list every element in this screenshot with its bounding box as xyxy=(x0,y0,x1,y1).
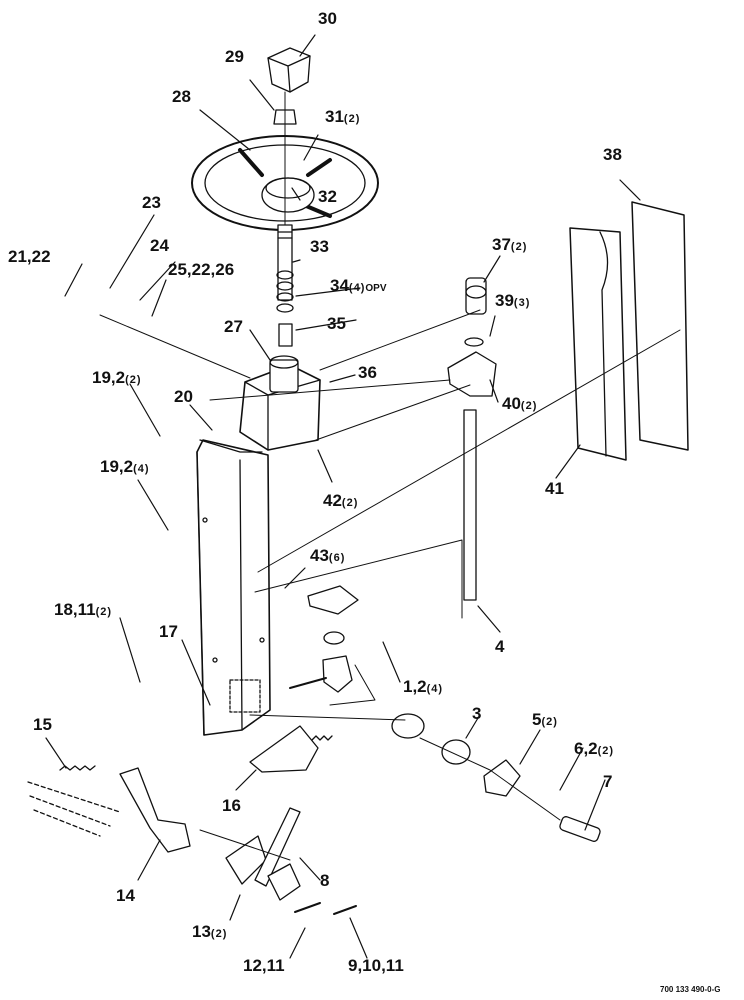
pedal-arm xyxy=(119,767,191,853)
column-tube xyxy=(196,439,271,736)
callout-27: 27 xyxy=(224,317,243,336)
cap xyxy=(267,47,311,93)
callout-23: 23 xyxy=(142,193,161,212)
shield-flat xyxy=(631,201,689,451)
callout-30: 30 xyxy=(318,9,337,28)
callout-6-2: 6,2(2) xyxy=(574,739,615,758)
callout-4: 4 xyxy=(495,637,505,656)
mount-plate xyxy=(307,585,359,615)
callout-12-11: 12,11 xyxy=(243,956,285,975)
callout-37: 37(2) xyxy=(492,235,528,254)
callout-38: 38 xyxy=(603,145,622,164)
link-arm xyxy=(254,807,301,887)
callout-1-2: 1,2(4) xyxy=(403,677,444,696)
floor-hatch xyxy=(27,781,121,837)
callout-15: 15 xyxy=(33,715,52,734)
callout-24: 24 xyxy=(150,236,169,255)
coupler xyxy=(322,655,353,693)
callout-9-10-11: 9,10,11 xyxy=(348,956,404,975)
callout-29: 29 xyxy=(225,47,244,66)
rod-bracket xyxy=(447,351,497,397)
bolts-lower xyxy=(294,902,357,915)
callout-25-22-26: 25,22,26 xyxy=(168,260,235,279)
u-joint xyxy=(464,277,487,347)
bushing xyxy=(323,631,345,645)
steering-shaft xyxy=(276,224,294,347)
callout-17: 17 xyxy=(159,622,178,641)
callout-5: 5(2) xyxy=(532,710,558,729)
callout-16: 16 xyxy=(222,796,241,815)
callout-19-2-a: 19,2(2) xyxy=(92,368,142,387)
bolt xyxy=(289,677,327,689)
callout-7: 7 xyxy=(603,772,613,791)
callout-39: 39(3) xyxy=(495,291,531,310)
pin xyxy=(559,816,601,842)
drawing-reference-number: 700 133 490-0-G xyxy=(660,985,721,994)
lower-plate xyxy=(267,863,301,901)
callout-36: 36 xyxy=(358,363,377,382)
callout-20: 20 xyxy=(174,387,193,406)
leader-lines xyxy=(45,34,641,959)
shield-curved xyxy=(569,227,627,461)
callout-35: 35 xyxy=(327,314,346,333)
callout-34: 34(4)OPV xyxy=(330,276,387,295)
spring xyxy=(311,735,333,741)
callout-3: 3 xyxy=(472,704,482,723)
callout-19-2-b: 19,2(4) xyxy=(100,457,150,476)
flange xyxy=(391,713,425,739)
column-bracket xyxy=(239,355,321,451)
callout-31: 31(2) xyxy=(325,107,361,126)
brake-plate xyxy=(249,725,319,773)
callout-18-11: 18,11(2) xyxy=(54,600,113,619)
spring-left xyxy=(59,765,96,771)
callout-14: 14 xyxy=(116,886,135,905)
callout-28: 28 xyxy=(172,87,191,106)
bearing xyxy=(441,739,471,765)
centerlines xyxy=(99,91,681,861)
callout-33: 33 xyxy=(310,237,329,256)
callout-13: 13(2) xyxy=(192,922,228,941)
callout-41: 41 xyxy=(545,479,564,498)
control-rod xyxy=(463,409,477,601)
callout-42: 42(2) xyxy=(323,491,359,510)
callout-43: 43(6) xyxy=(310,546,346,565)
callout-8: 8 xyxy=(320,871,330,890)
callout-40: 40(2) xyxy=(502,394,538,413)
callout-32: 32 xyxy=(318,187,337,206)
callout-21-22: 21,22 xyxy=(8,247,51,266)
